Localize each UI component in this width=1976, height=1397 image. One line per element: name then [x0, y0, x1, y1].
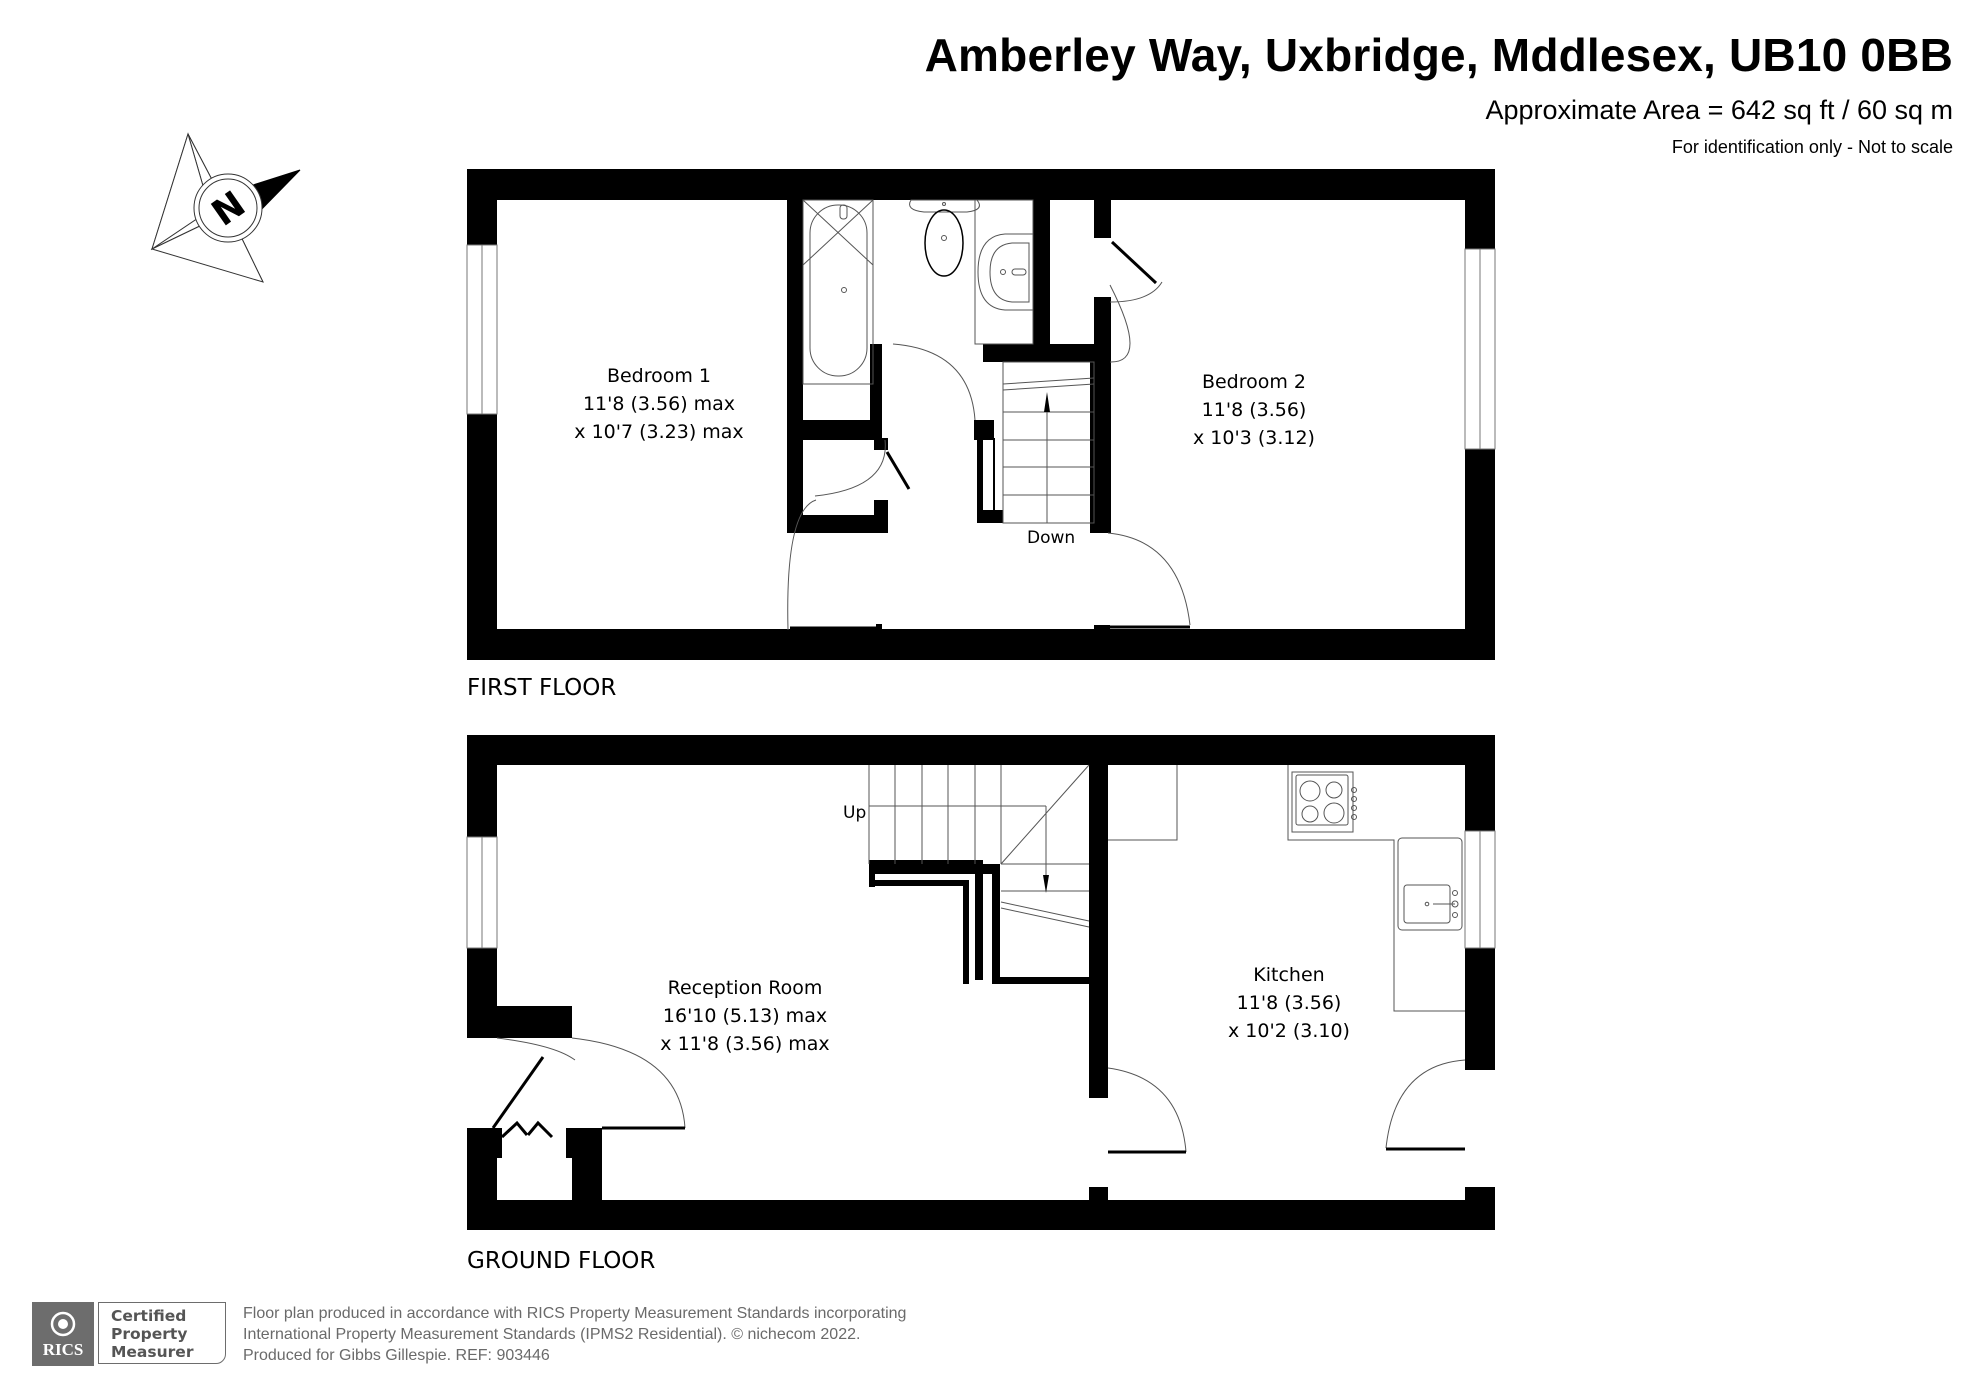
badge-line: Property	[111, 1325, 188, 1343]
badge-line: Certified	[111, 1307, 187, 1325]
lion-crest-icon	[50, 1311, 76, 1337]
room-dimension: 11'8 (3.56)	[1236, 992, 1342, 1014]
room-bedroom-1: Bedroom 1 11'8 (3.56) max x 10'7 (3.23) …	[574, 362, 743, 446]
first-floor-label: FIRST FLOOR	[467, 675, 617, 701]
rics-logo: RICS	[32, 1302, 94, 1366]
stairs-down-arrow-icon	[1044, 392, 1050, 412]
approximate-area: Approximate Area = 642 sq ft / 60 sq m	[1485, 95, 1953, 125]
ground-floor-door-leaves	[491, 1056, 1465, 1154]
room-dimension: x 10'2 (3.10)	[1228, 1020, 1350, 1042]
credit-line: Floor plan produced in accordance with R…	[243, 1305, 907, 1322]
room-dimension: x 10'7 (3.23) max	[574, 421, 744, 443]
room-name: Bedroom 2	[1201, 371, 1307, 393]
ground-floor-label: GROUND FLOOR	[467, 1248, 656, 1274]
first-floor-door-leaves	[790, 240, 1190, 630]
room-name: Kitchen	[1253, 964, 1325, 986]
stairs-up-label: Up	[843, 803, 867, 823]
room-dimension: 11'8 (3.56) max	[582, 393, 736, 415]
room-reception: Reception Room 16'10 (5.13) max x 11'8 (…	[660, 974, 829, 1058]
room-dimension: x 10'3 (3.12)	[1193, 427, 1315, 449]
ground-floor-windows	[466, 830, 1496, 949]
floorplan-credit: Floor plan produced in accordance with R…	[243, 1303, 906, 1366]
scale-disclaimer: For identification only - Not to scale	[1671, 137, 1953, 157]
room-dimension: 16'10 (5.13) max	[662, 1005, 828, 1027]
room-dimension: x 11'8 (3.56) max	[660, 1033, 830, 1055]
ground-floor-walls	[467, 735, 1495, 1230]
credit-line: International Property Measurement Stand…	[243, 1326, 861, 1343]
room-name: Reception Room	[667, 977, 823, 999]
rics-wordmark: RICS	[42, 1340, 84, 1359]
rics-certified-badge: RICS Certified Property Measurer	[32, 1302, 230, 1366]
first-floor-windows	[466, 244, 1496, 450]
north-compass-icon: N	[150, 132, 301, 283]
stairs-up-arrow-icon	[1043, 875, 1049, 893]
room-name: Bedroom 1	[606, 365, 712, 387]
badge-line: Measurer	[111, 1343, 194, 1361]
room-kitchen: Kitchen 11'8 (3.56) x 10'2 (3.10)	[1228, 961, 1350, 1045]
certified-measurer-text: Certified Property Measurer	[98, 1302, 226, 1364]
credit-line: Produced for Gibbs Gillespie. REF: 90344…	[243, 1347, 550, 1364]
property-address-title: Amberley Way, Uxbridge, Mddlesex, UB10 0…	[924, 29, 1953, 81]
room-bedroom-2: Bedroom 2 11'8 (3.56) x 10'3 (3.12)	[1193, 368, 1315, 452]
stairs-down-label: Down	[1027, 528, 1076, 548]
bathroom-fixtures	[787, 199, 1191, 631]
room-dimension: 11'8 (3.56)	[1201, 399, 1307, 421]
ground-floor-fixtures	[496, 764, 1466, 1153]
